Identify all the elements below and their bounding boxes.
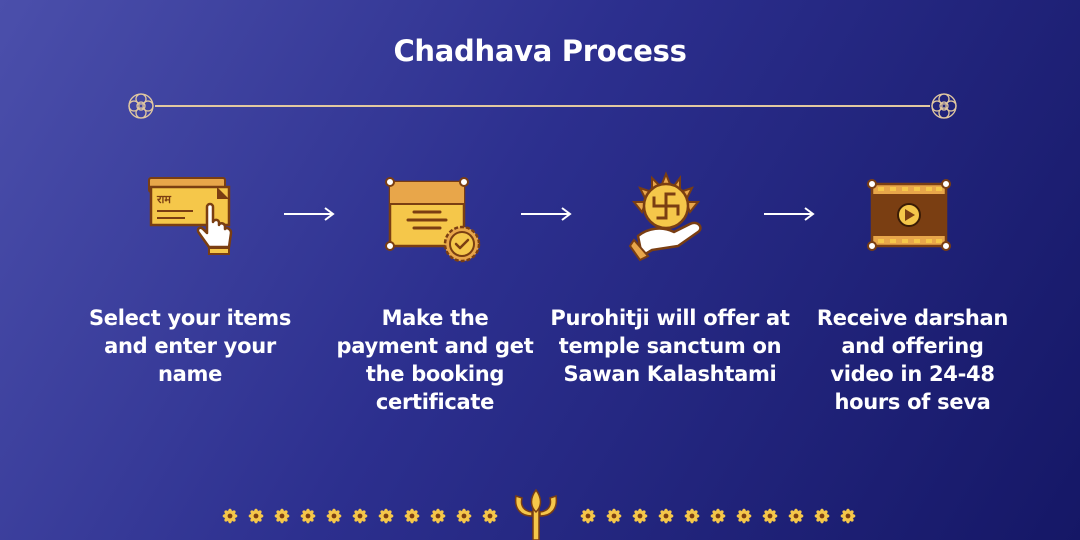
flower-icon: [248, 508, 264, 524]
flower-icon: [326, 508, 342, 524]
flower-icon: [658, 508, 674, 524]
flower-icon: [788, 508, 804, 524]
flower-icon: [762, 508, 778, 524]
certificate-badge-icon: [385, 177, 481, 263]
step-1-text: Select your items and enter your name: [88, 306, 292, 386]
flower-icon: [456, 508, 472, 524]
footer-ornament: [222, 488, 856, 540]
flower-icon: [606, 508, 622, 524]
flower-icon: [300, 508, 316, 524]
flower-icon: [840, 508, 856, 524]
flower-icon: [814, 508, 830, 524]
flower-row-left: [222, 508, 498, 524]
flower-icon: [710, 508, 726, 524]
flower-icon: [404, 508, 420, 524]
flower-icon: [736, 508, 752, 524]
mandala-left-icon: [128, 93, 154, 119]
flower-icon: [684, 508, 700, 524]
arrow-right-icon: [521, 207, 572, 221]
arrow-right-icon: [284, 207, 335, 221]
mandala-right-icon: [931, 93, 957, 119]
flower-icon: [222, 508, 238, 524]
arrow-right-icon: [764, 207, 815, 221]
cheque-hand-icon: राम: [148, 177, 233, 255]
flower-icon: [352, 508, 368, 524]
title-divider: [125, 90, 960, 122]
flower-icon: [430, 508, 446, 524]
flower-icon: [274, 508, 290, 524]
flower-icon: [580, 508, 596, 524]
divider-line: [155, 105, 930, 107]
flower-icon: [632, 508, 648, 524]
swastika-offering-icon: [628, 171, 702, 262]
flower-row-right: [580, 508, 856, 524]
step-4-text: Receive darshan and offering video in 24…: [816, 306, 1009, 414]
page-title: Chadhava Process: [393, 34, 687, 68]
video-play-icon: [867, 179, 951, 251]
flower-icon: [482, 508, 498, 524]
flower-icon: [378, 508, 394, 524]
cheque-name-text: राम: [156, 193, 171, 206]
trishul-icon: [514, 488, 558, 540]
step-3-text: Purohitji will offer at temple sanctum o…: [550, 306, 790, 386]
step-2-text: Make the payment and get the booking cer…: [336, 306, 534, 414]
